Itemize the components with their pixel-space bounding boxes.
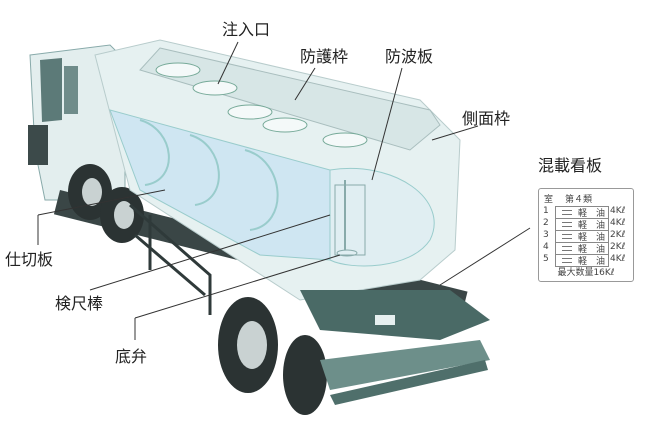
placard-footer: 最大数量16Kℓ xyxy=(557,268,615,278)
row-quantity: 2Kℓ xyxy=(610,242,626,252)
row-number: 1 xyxy=(543,206,549,216)
row-product: 軽 油 xyxy=(577,233,605,243)
row-number: 2 xyxy=(543,218,549,228)
truck-cab xyxy=(28,44,126,201)
label-guard-frame: 防護枠 xyxy=(300,47,349,66)
placard-row: 1 軽 油 4Kℓ xyxy=(543,206,631,219)
row-product: 軽 油 xyxy=(577,245,605,255)
placard-header-left: 室 xyxy=(544,195,554,205)
placard-row: 3 軽 油 2Kℓ xyxy=(543,230,631,243)
row-number: 4 xyxy=(543,242,549,252)
row-product: 軽 油 xyxy=(577,209,605,219)
label-partition: 仕切板 xyxy=(5,250,54,269)
label-dipstick: 検尺棒 xyxy=(55,294,104,313)
label-baffle: 防波板 xyxy=(385,47,434,66)
leader-lines xyxy=(37,41,531,340)
row-product: 軽 油 xyxy=(577,257,605,267)
label-placard: 混載看板 xyxy=(538,156,603,175)
row-product: 軽 油 xyxy=(577,221,605,231)
placard-row: 5 軽 油 4Kℓ xyxy=(543,254,631,267)
placard-row: 4 軽 油 2Kℓ xyxy=(543,242,631,255)
row-number: 5 xyxy=(543,254,549,264)
row-quantity: 4Kℓ xyxy=(610,218,626,228)
mixed-load-placard: 室 第４類 1 軽 油 4Kℓ 2 軽 油 4Kℓ 3 軽 油 2Kℓ 4 軽 油 2Kℓ 5 軽 … xyxy=(538,188,634,282)
rear-bumper xyxy=(300,290,490,405)
label-bottom-valve: 底弁 xyxy=(115,347,148,366)
manholes xyxy=(155,62,368,148)
row-number: 3 xyxy=(543,230,549,240)
tank xyxy=(94,39,461,301)
row-quantity: 4Kℓ xyxy=(610,206,626,216)
label-inlet: 注入口 xyxy=(222,20,271,39)
placard-header-right: 第４類 xyxy=(565,195,593,205)
label-side-frame: 側面枠 xyxy=(462,109,511,128)
row-quantity: 4Kℓ xyxy=(610,254,626,264)
row-quantity: 2Kℓ xyxy=(610,230,626,240)
placard-row: 2 軽 油 4Kℓ xyxy=(543,218,631,231)
